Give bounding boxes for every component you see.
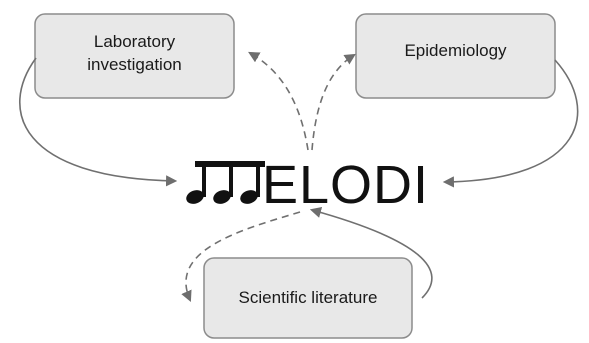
arrow-literature-to-melodi: [309, 207, 433, 299]
scientific-literature-node: Scientific literature: [203, 257, 413, 339]
music-notes-icon: [186, 161, 265, 204]
logo-text: ELODI: [262, 155, 429, 215]
dashed-arrow-melodi-to-laboratory: [248, 51, 309, 151]
dashed-arrow-melodi-to-epidemiology: [311, 53, 356, 151]
epidemiology-node: Epidemiology: [355, 13, 556, 99]
epidemiology-label: Epidemiology: [404, 41, 507, 60]
laboratory-label-line2: investigation: [87, 55, 182, 74]
melodi-logo: ELODI: [186, 155, 429, 215]
laboratory-label-line1: Laboratory: [94, 32, 176, 51]
arrow-epidemiology-to-melodi: [442, 59, 579, 188]
arrow-laboratory-to-melodi: [18, 57, 178, 187]
literature-label: Scientific literature: [239, 288, 378, 307]
laboratory-investigation-node: Laboratory investigation: [34, 13, 235, 99]
